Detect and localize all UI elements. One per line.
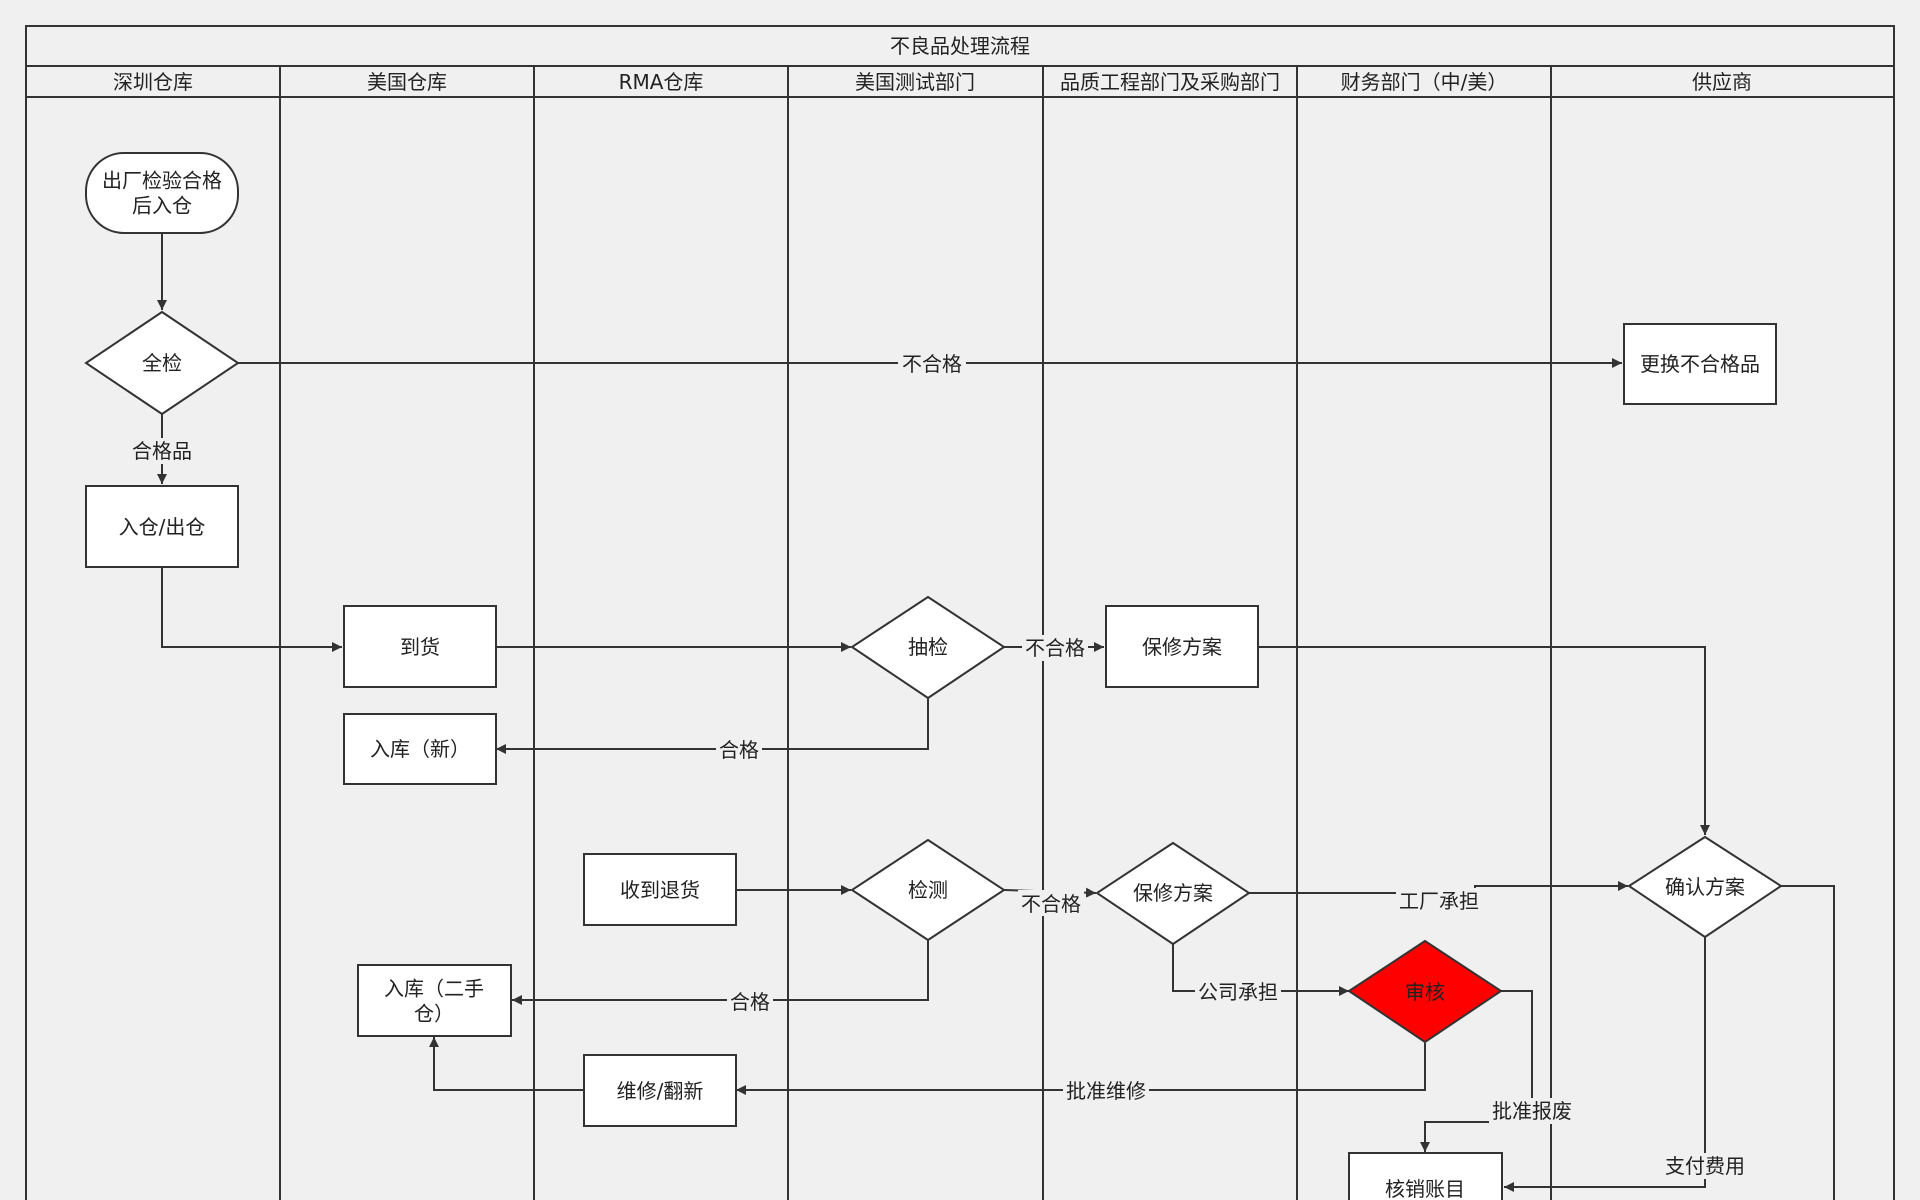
lane-header-us-test-dept: 美国测试部门 — [855, 70, 975, 94]
node-labels: 出厂检验合格后入仓 全检 入仓/出仓 更换不合格品 到货 入库（新） 抽检 保修… — [102, 169, 1760, 1200]
diagram-title: 不良品处理流程 — [890, 34, 1030, 58]
node-warranty-plan-1-shape — [1105, 605, 1259, 688]
node-label-line: 出厂检验合格 — [102, 169, 222, 193]
lane-header-finance: 财务部门（中/美） — [1341, 70, 1508, 94]
node-label-line: 入库（新） — [370, 737, 470, 761]
node-confirm-plan-shape — [1627, 835, 1783, 939]
node-label-line: 仓） — [414, 1002, 454, 1026]
svg-text:不合格: 不合格 — [902, 352, 962, 376]
node-replace-shape — [1623, 323, 1777, 405]
node-stock-used: 入库（二手仓） — [384, 977, 484, 1026]
svg-text:不合格: 不合格 — [1021, 892, 1081, 916]
edge-plan2-to-review — [1172, 944, 1349, 996]
nodes — [84, 152, 1783, 1200]
node-receive-return-shape — [583, 853, 737, 926]
node-full-inspect-shape — [84, 310, 240, 416]
edge-label-pay-fee: 支付费用 — [1662, 1153, 1748, 1179]
node-label-line: 抽检 — [908, 635, 948, 659]
node-label-line: 核销账目 — [1385, 1177, 1465, 1200]
node-label-line: 入仓/出仓 — [119, 515, 206, 539]
edge-label-qualified-sample: 合格 — [716, 736, 762, 762]
node-label-line: 保修方案 — [1142, 635, 1222, 659]
node-label-line: 全检 — [142, 351, 182, 375]
node-confirm-plan: 确认方案 — [1665, 875, 1745, 899]
node-test: 检测 — [908, 878, 948, 902]
svg-text:批准维修: 批准维修 — [1066, 1079, 1146, 1103]
lane-header-us-warehouse: 美国仓库 — [367, 70, 447, 94]
edge-plan1-to-confirm — [1258, 646, 1710, 835]
edge-label-unqualified-sample: 不合格 — [1022, 635, 1088, 661]
node-sample-inspect-shape — [850, 595, 1006, 700]
node-full-inspect: 全检 — [142, 351, 182, 375]
node-warranty-plan-1: 保修方案 — [1142, 635, 1222, 659]
svg-text:合格: 合格 — [730, 990, 770, 1014]
edge-sample-to-stocknew — [496, 698, 929, 754]
lane-dividers — [279, 66, 1552, 1200]
edge-label-company-bears: 公司承担 — [1195, 979, 1281, 1005]
edge-confirm-to-writeoff — [1504, 937, 1706, 1192]
edge-label-unqualified-test: 不合格 — [1018, 890, 1084, 916]
node-warranty-plan-2: 保修方案 — [1133, 881, 1213, 905]
node-stock-new: 入库（新） — [370, 737, 470, 761]
edge-repair-to-stockused — [429, 1037, 584, 1091]
svg-text:工厂承担: 工厂承担 — [1399, 889, 1479, 913]
edge-label-qualified-goods: 合格品 — [128, 438, 196, 464]
lane-header-supplier: 供应商 — [1692, 70, 1752, 94]
node-writeoff: 核销账目 — [1385, 1177, 1465, 1200]
lane-headers: 深圳仓库 美国仓库 RMA仓库 美国测试部门 品质工程部门及采购部门 财务部门（… — [113, 70, 1752, 94]
node-repair: 维修/翻新 — [617, 1079, 704, 1103]
node-review: 审核 — [1405, 980, 1445, 1004]
node-label-line: 审核 — [1405, 980, 1445, 1004]
node-sample-inspect: 抽检 — [908, 635, 948, 659]
node-label-line: 更换不合格品 — [1640, 352, 1760, 376]
edge-confirm-right-out — [1781, 885, 1835, 1200]
lane-header-quality-purchasing: 品质工程部门及采购部门 — [1060, 70, 1280, 94]
edge-label-factory-bears: 工厂承担 — [1396, 888, 1482, 914]
node-label-line: 维修/翻新 — [617, 1079, 704, 1103]
node-label-line: 确认方案 — [1665, 875, 1745, 899]
node-writeoff-shape — [1348, 1152, 1503, 1200]
node-label-line: 到货 — [400, 635, 440, 659]
node-in-out-shape — [85, 485, 239, 568]
edge-review-to-repair — [736, 1043, 1426, 1095]
diagram-frame — [25, 25, 1895, 1200]
node-test-shape — [850, 838, 1006, 942]
node-receive-return: 收到退货 — [620, 878, 700, 902]
edge-test-to-stockused — [512, 940, 929, 1005]
edge-label-approve-scrap: 批准报废 — [1489, 1098, 1575, 1124]
node-label-line: 保修方案 — [1133, 881, 1213, 905]
node-review-shape — [1347, 939, 1503, 1044]
svg-text:公司承担: 公司承担 — [1198, 980, 1278, 1004]
node-label-line: 检测 — [908, 878, 948, 902]
node-start-shape — [85, 152, 239, 234]
edge-inout-to-arrival — [161, 568, 342, 652]
edge-label-approve-repair: 批准维修 — [1063, 1078, 1149, 1104]
node-in-out: 入仓/出仓 — [119, 515, 206, 539]
node-repair-shape — [583, 1054, 737, 1127]
svg-text:不合格: 不合格 — [1025, 636, 1085, 660]
node-start: 出厂检验合格后入仓 — [102, 169, 222, 218]
node-stock-used-shape — [357, 964, 512, 1037]
node-arrival: 到货 — [400, 635, 440, 659]
edge-label-unqualified-top: 不合格 — [898, 350, 966, 376]
node-stock-new-shape — [343, 713, 497, 785]
node-label-line: 入库（二手 — [384, 977, 484, 1001]
svg-text:批准报废: 批准报废 — [1492, 1099, 1572, 1123]
edge-labels: 不合格 合格品 不合格 合格 不合格 工厂承担 合格 公司承担 批准维修 批准报… — [128, 350, 1748, 1179]
svg-text:合格: 合格 — [719, 738, 759, 762]
node-arrival-shape — [343, 605, 497, 688]
svg-text:支付费用: 支付费用 — [1665, 1154, 1745, 1178]
node-warranty-plan-2-shape — [1095, 841, 1251, 946]
node-label-line: 收到退货 — [620, 878, 700, 902]
node-label-line: 后入仓 — [132, 194, 192, 218]
edge-label-qualified-test: 合格 — [727, 988, 773, 1014]
node-replace: 更换不合格品 — [1640, 352, 1760, 376]
svg-text:合格品: 合格品 — [132, 439, 192, 463]
lane-header-rma-warehouse: RMA仓库 — [619, 70, 704, 94]
lane-header-shenzhen-warehouse: 深圳仓库 — [113, 70, 193, 94]
